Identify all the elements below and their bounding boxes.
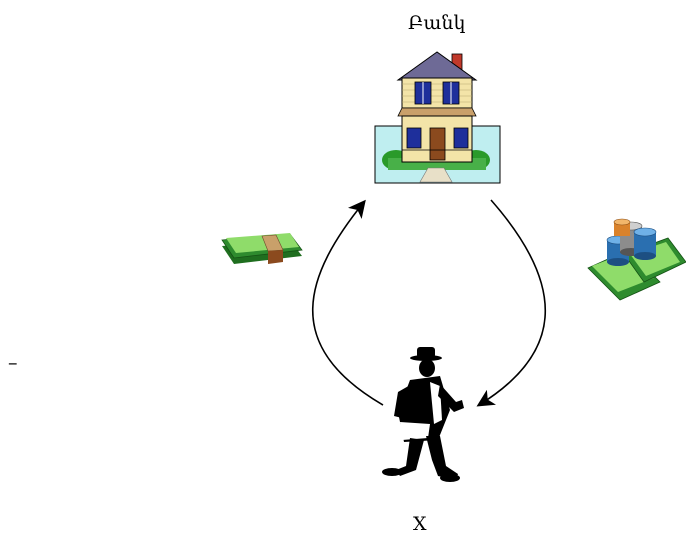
arrow-to-person xyxy=(476,199,547,407)
house-icon xyxy=(374,51,501,184)
cash-and-coins-icon xyxy=(587,218,686,301)
side-marker: – xyxy=(8,352,18,374)
arrow-to-bank xyxy=(312,199,384,406)
walking-man-icon xyxy=(382,347,464,482)
bank-label: Բանկ xyxy=(408,12,466,34)
person-label: X xyxy=(413,513,427,535)
banknote-stack-icon xyxy=(221,233,303,264)
